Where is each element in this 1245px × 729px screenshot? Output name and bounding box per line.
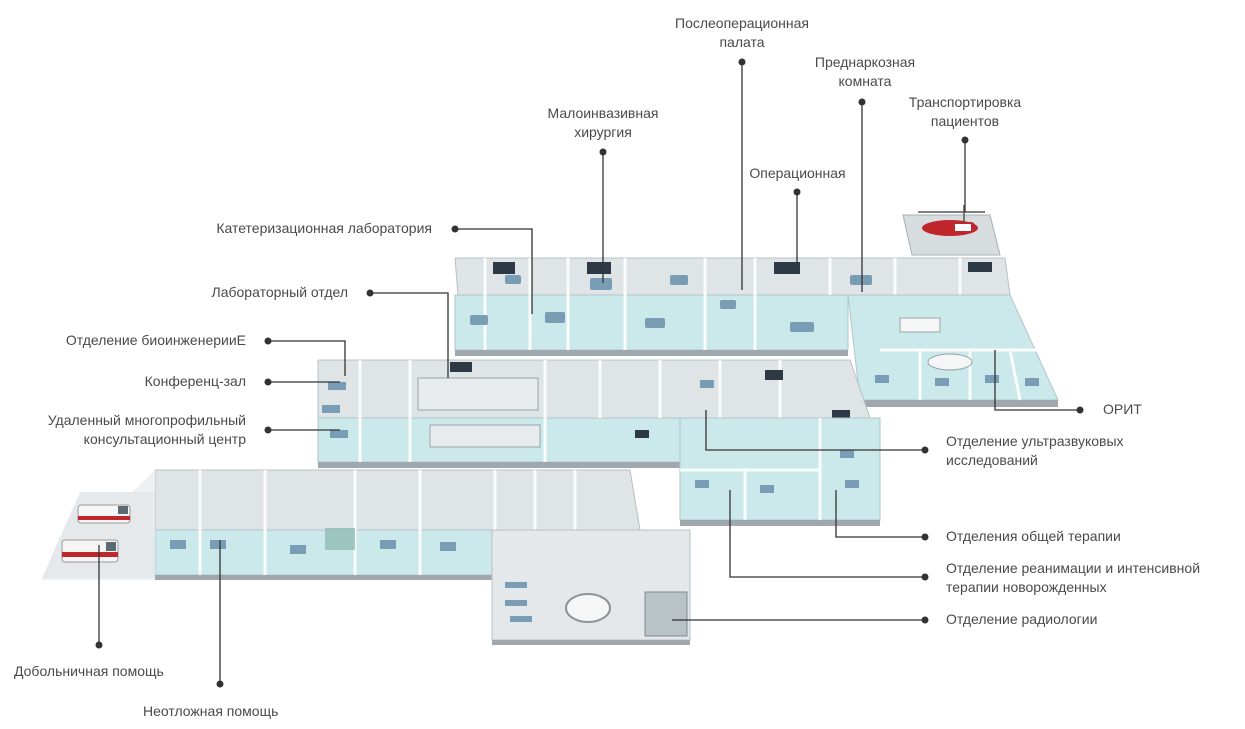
label-bioengineering: Отделение биоинженерииЕ [20,331,246,350]
label-radiology-line1: Отделение радиологии [946,611,1098,627]
leader-dots [95,58,1084,688]
label-minimally-invasive-line1: Малоинвазивная [547,105,659,121]
label-general-therapy: Отделения общей терапии [946,527,1121,546]
label-conference-room-line1: Конференц-зал [144,373,246,389]
label-emergency-care: Неотложная помощь [143,702,278,721]
label-remote-consult-center: Удаленный многопрофильный консультационн… [4,411,246,449]
label-postop-line1: Послеоперационная [675,15,809,31]
floor-top-wing [454,257,1011,356]
label-patient-transport-line2: пациентов [930,113,1000,129]
label-patient-transport-line1: Транспортировка [908,94,1022,110]
label-nicu-line1: Отделение реанимации и интенсивной [946,560,1201,576]
label-radiology: Отделение радиологии [946,610,1097,629]
label-laboratory: Лабораторный отдел [150,283,348,302]
label-prehospital-care: Добольничная помощь [14,662,164,681]
label-nicu: Отделение реанимации и интенсивной терап… [946,559,1200,597]
label-minimally-invasive-line2: хирургия [574,124,632,140]
label-preanesthesia: Преднаркозная комната [790,53,940,91]
label-nicu-line2: терапии новорожденных [946,579,1107,595]
floor-radiology [491,529,691,645]
floor-nicu-general [679,417,881,526]
label-patient-transport: Транспортировка пациентов [890,93,1040,131]
label-ultrasound-line2: исследований [946,452,1038,468]
ambulance-bottom [61,539,119,563]
label-minimally-invasive: Малоинвазивная хирургия [528,104,678,142]
floor-icu [847,294,1059,407]
label-ultrasound: Отделение ультразвуковых исследований [946,432,1124,470]
label-ultrasound-line1: Отделение ультразвуковых [946,433,1124,449]
label-cath-lab-line1: Катетеризационная лаборатория [216,220,432,236]
label-icu: ОРИТ [1103,400,1142,419]
label-postop-line2: палата [719,34,765,50]
label-conference-room: Конференц-зал [80,372,246,391]
ambulance-top [77,504,131,524]
leader-lines [98,62,1080,684]
label-general-therapy-line1: Отделения общей терапии [946,528,1121,544]
label-bioengineering-line1: Отделение биоинженерииЕ [65,332,246,348]
label-laboratory-line1: Лабораторный отдел [211,284,348,300]
label-postop: Послеоперационная палата [652,14,832,52]
label-emergency-care-line1: Неотложная помощь [143,703,279,719]
label-preanesthesia-line1: Преднаркозная [814,54,916,70]
label-icu-line1: ОРИТ [1103,401,1142,417]
label-operating-room-line1: Операционная [749,165,846,181]
label-remote-consult-line2: консультационный центр [83,431,246,447]
label-prehospital-care-line1: Добольничная помощь [14,663,164,679]
label-operating-room: Операционная [730,164,865,183]
helipad [902,205,1001,256]
label-cath-lab: Катетеризационная лаборатория [140,219,432,238]
label-preanesthesia-line2: комната [838,73,892,89]
label-remote-consult-line1: Удаленный многопрофильный [47,412,246,428]
